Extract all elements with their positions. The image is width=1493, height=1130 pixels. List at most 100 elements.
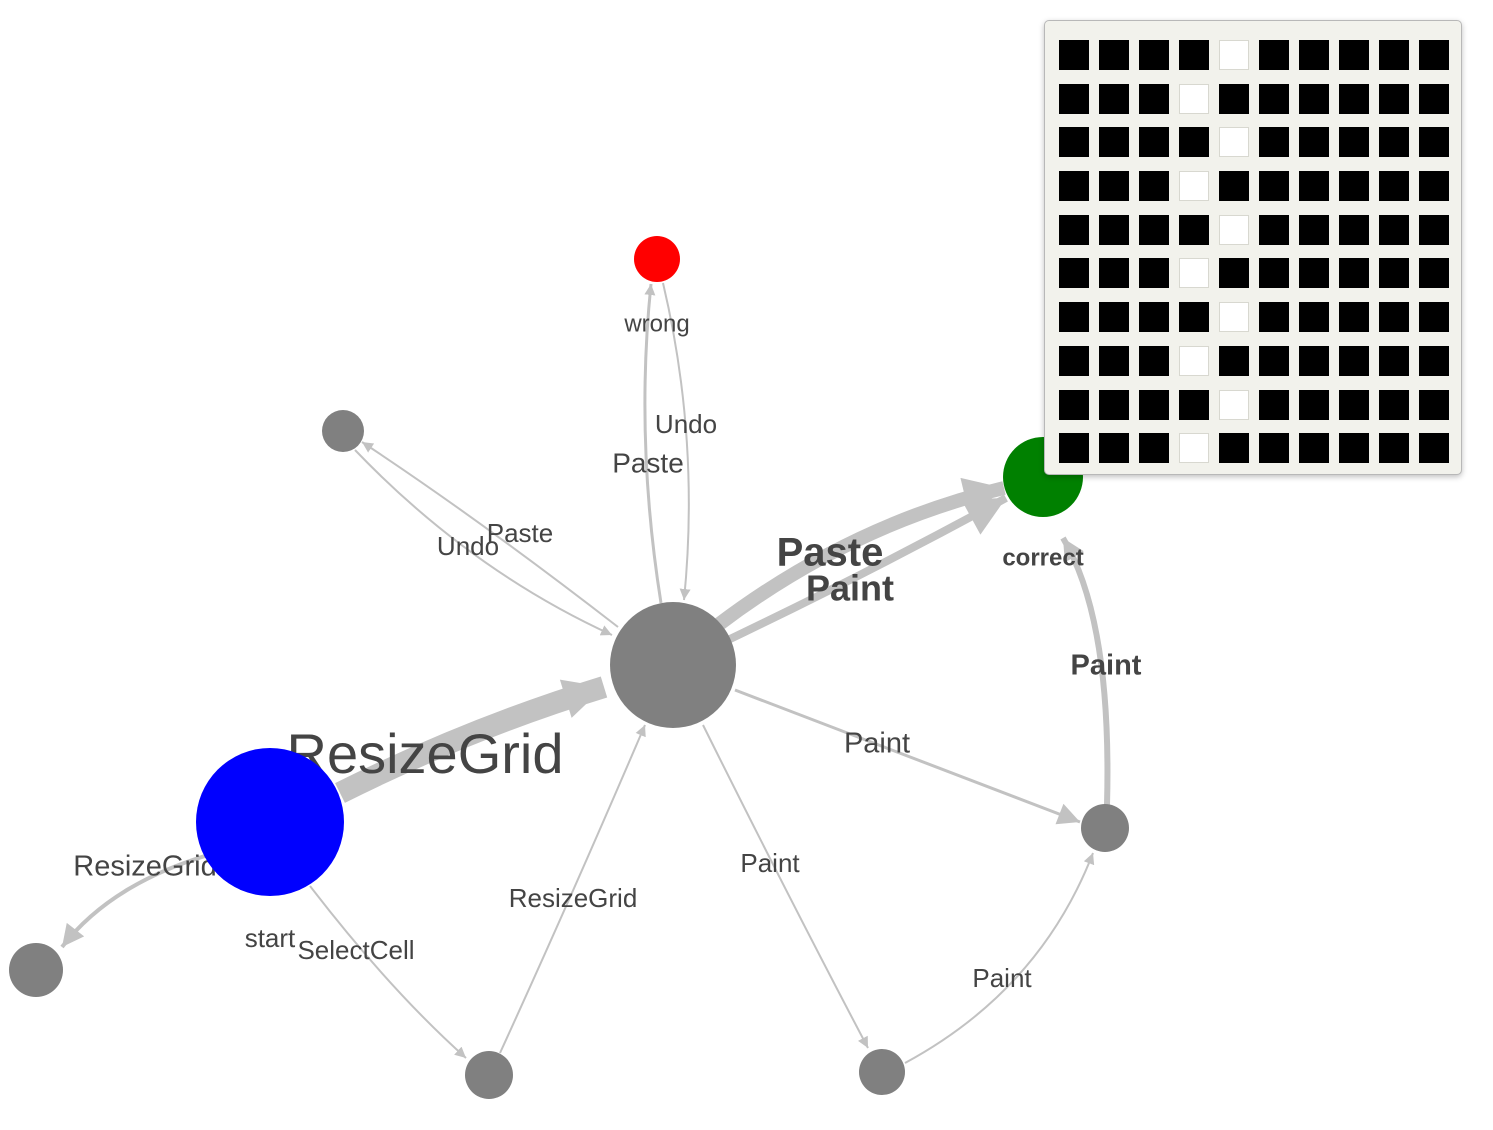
node-hub[interactable] bbox=[610, 602, 736, 728]
grid-cell-7-2 bbox=[1139, 345, 1169, 376]
edge-right-correct[interactable] bbox=[1060, 536, 1111, 806]
grid-cell-8-6 bbox=[1299, 389, 1329, 420]
grid-cell-1-9 bbox=[1419, 83, 1449, 114]
node-n_bottom1[interactable] bbox=[465, 1051, 513, 1099]
grid-cell-1-2 bbox=[1139, 83, 1169, 114]
state-preview-popup bbox=[1044, 20, 1462, 475]
node-label-start: start bbox=[245, 923, 296, 953]
grid-cell-6-2 bbox=[1139, 302, 1169, 333]
grid-cell-7-7 bbox=[1339, 345, 1369, 376]
grid-cell-0-8 bbox=[1379, 40, 1409, 70]
grid-cell-2-9 bbox=[1419, 127, 1449, 158]
grid-cell-4-1 bbox=[1099, 214, 1129, 245]
grid-cell-0-6 bbox=[1299, 40, 1329, 70]
grid-cell-9-1 bbox=[1099, 433, 1129, 464]
edge-hub-upleft[interactable] bbox=[361, 441, 619, 628]
grid-cell-2-2 bbox=[1139, 127, 1169, 158]
grid-cell-3-7 bbox=[1339, 171, 1369, 202]
edge-label-start-farleft: ResizeGrid bbox=[73, 851, 216, 883]
grid-cell-5-1 bbox=[1099, 258, 1129, 289]
grid-cell-9-0 bbox=[1059, 433, 1089, 464]
node-n_bottom2[interactable] bbox=[859, 1049, 905, 1095]
grid-cell-4-0 bbox=[1059, 214, 1089, 245]
grid-cell-8-5 bbox=[1259, 389, 1289, 420]
grid-cell-8-8 bbox=[1379, 389, 1409, 420]
node-start[interactable] bbox=[196, 748, 344, 896]
edge-start-hub[interactable] bbox=[335, 676, 608, 803]
grid-cell-3-3 bbox=[1179, 171, 1209, 202]
grid-cell-4-7 bbox=[1339, 214, 1369, 245]
edge-hub-bottom2[interactable] bbox=[702, 724, 869, 1049]
grid-cell-8-7 bbox=[1339, 389, 1369, 420]
edge-hub-correct-paint[interactable] bbox=[726, 494, 1008, 644]
grid-cell-9-6 bbox=[1299, 433, 1329, 464]
grid-cell-0-7 bbox=[1339, 40, 1369, 70]
edge-hub-right[interactable] bbox=[734, 688, 1081, 825]
grid-cell-6-6 bbox=[1299, 302, 1329, 333]
node-n_upleft[interactable] bbox=[322, 410, 364, 452]
grid-cell-8-4 bbox=[1219, 389, 1249, 420]
pixel-grid bbox=[1059, 40, 1449, 464]
grid-cell-1-7 bbox=[1339, 83, 1369, 114]
grid-cell-9-4 bbox=[1219, 433, 1249, 464]
edge-bottom1-hub[interactable] bbox=[499, 724, 646, 1054]
edge-start-bottom1[interactable] bbox=[309, 885, 467, 1059]
grid-cell-2-1 bbox=[1099, 127, 1129, 158]
grid-cell-9-5 bbox=[1259, 433, 1289, 464]
grid-cell-4-3 bbox=[1179, 214, 1209, 245]
grid-cell-2-4 bbox=[1219, 127, 1249, 158]
edge-bottom2-right[interactable] bbox=[904, 852, 1095, 1064]
node-n_farleft[interactable] bbox=[9, 943, 63, 997]
grid-cell-8-9 bbox=[1419, 389, 1449, 420]
grid-cell-5-2 bbox=[1139, 258, 1169, 289]
edge-label-hub-wrong: Paste bbox=[612, 447, 684, 478]
edge-hub-wrong[interactable] bbox=[643, 283, 663, 604]
grid-cell-3-5 bbox=[1259, 171, 1289, 202]
grid-cell-6-9 bbox=[1419, 302, 1449, 333]
grid-cell-3-9 bbox=[1419, 171, 1449, 202]
edge-start-farleft[interactable] bbox=[60, 854, 206, 949]
grid-cell-0-3 bbox=[1179, 40, 1209, 70]
grid-cell-8-1 bbox=[1099, 389, 1129, 420]
node-n_right[interactable] bbox=[1081, 804, 1129, 852]
grid-cell-5-5 bbox=[1259, 258, 1289, 289]
grid-cell-2-8 bbox=[1379, 127, 1409, 158]
grid-cell-7-0 bbox=[1059, 345, 1089, 376]
grid-cell-1-3 bbox=[1179, 83, 1209, 114]
node-wrong[interactable] bbox=[634, 236, 680, 282]
grid-cell-3-4 bbox=[1219, 171, 1249, 202]
edge-label-right-correct: Paint bbox=[1071, 650, 1142, 682]
grid-cell-8-3 bbox=[1179, 389, 1209, 420]
grid-cell-3-2 bbox=[1139, 171, 1169, 202]
grid-cell-9-7 bbox=[1339, 433, 1369, 464]
grid-cell-3-1 bbox=[1099, 171, 1129, 202]
grid-cell-6-1 bbox=[1099, 302, 1129, 333]
grid-cell-6-0 bbox=[1059, 302, 1089, 333]
grid-cell-4-2 bbox=[1139, 214, 1169, 245]
edge-wrong-hub[interactable] bbox=[662, 282, 691, 601]
grid-cell-5-3 bbox=[1179, 258, 1209, 289]
edge-label-start-hub: ResizeGrid bbox=[287, 722, 564, 785]
grid-cell-0-9 bbox=[1419, 40, 1449, 70]
grid-cell-1-6 bbox=[1299, 83, 1329, 114]
edge-upleft-hub[interactable] bbox=[354, 449, 613, 636]
edge-label-start-bottom1: SelectCell bbox=[297, 935, 414, 965]
grid-cell-7-6 bbox=[1299, 345, 1329, 376]
grid-cell-9-9 bbox=[1419, 433, 1449, 464]
edge-label-hub-correct-paste: Paste bbox=[777, 531, 884, 575]
grid-cell-1-5 bbox=[1259, 83, 1289, 114]
grid-cell-1-4 bbox=[1219, 83, 1249, 114]
grid-cell-4-8 bbox=[1379, 214, 1409, 245]
grid-cell-6-5 bbox=[1259, 302, 1289, 333]
grid-cell-3-8 bbox=[1379, 171, 1409, 202]
grid-cell-8-2 bbox=[1139, 389, 1169, 420]
edge-label-upleft-hub: Undo bbox=[437, 531, 499, 561]
grid-cell-9-8 bbox=[1379, 433, 1409, 464]
grid-cell-5-9 bbox=[1419, 258, 1449, 289]
edge-label-bottom2-right: Paint bbox=[972, 963, 1032, 993]
grid-cell-7-3 bbox=[1179, 345, 1209, 376]
grid-cell-2-5 bbox=[1259, 127, 1289, 158]
grid-cell-2-0 bbox=[1059, 127, 1089, 158]
grid-cell-5-4 bbox=[1219, 258, 1249, 289]
grid-cell-8-0 bbox=[1059, 389, 1089, 420]
